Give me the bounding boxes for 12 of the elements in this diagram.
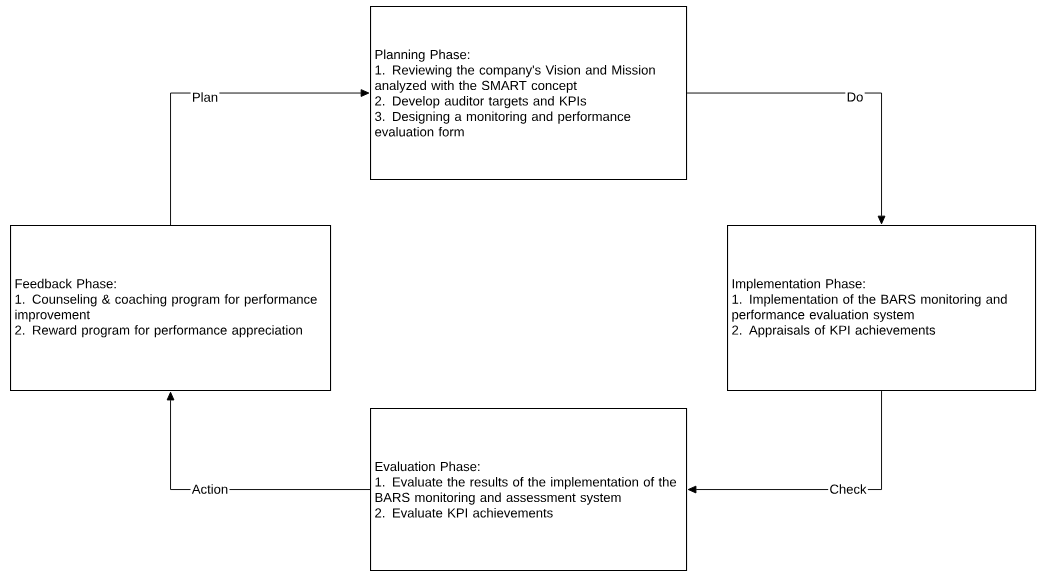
arrow: [166, 391, 371, 490]
phase-box: Planning Phase: 1. Reviewing the company's Vision and Mission analyzed with the SMART concept 2. Develop auditor targets and KPIs 3. Designing a monitoring and performance evaluation form: [370, 6, 688, 181]
phase-box: Implementation Phase: 1. Implementation of the BARS monitoring and performance evaluation system 2. Appraisals of KPI achievements: [727, 225, 1037, 392]
phase-box: Feedback Phase: 1. Counseling & coaching program for performance improvement 2. Reward program for performance appreciation: [10, 225, 332, 392]
arrow: [687, 390, 882, 494]
arrow: [686, 92, 886, 225]
edge-label: Plan: [190, 90, 220, 104]
edge-label: Action: [190, 482, 230, 496]
edge-label: Do: [845, 91, 865, 103]
phase-box: Evaluation Phase: 1. Evaluate the results of the implementation of the BARS monitoring and assessment system 2. Evaluate KPI achievements: [370, 408, 688, 572]
edge-label: Check: [828, 482, 868, 496]
arrow: [170, 89, 370, 226]
